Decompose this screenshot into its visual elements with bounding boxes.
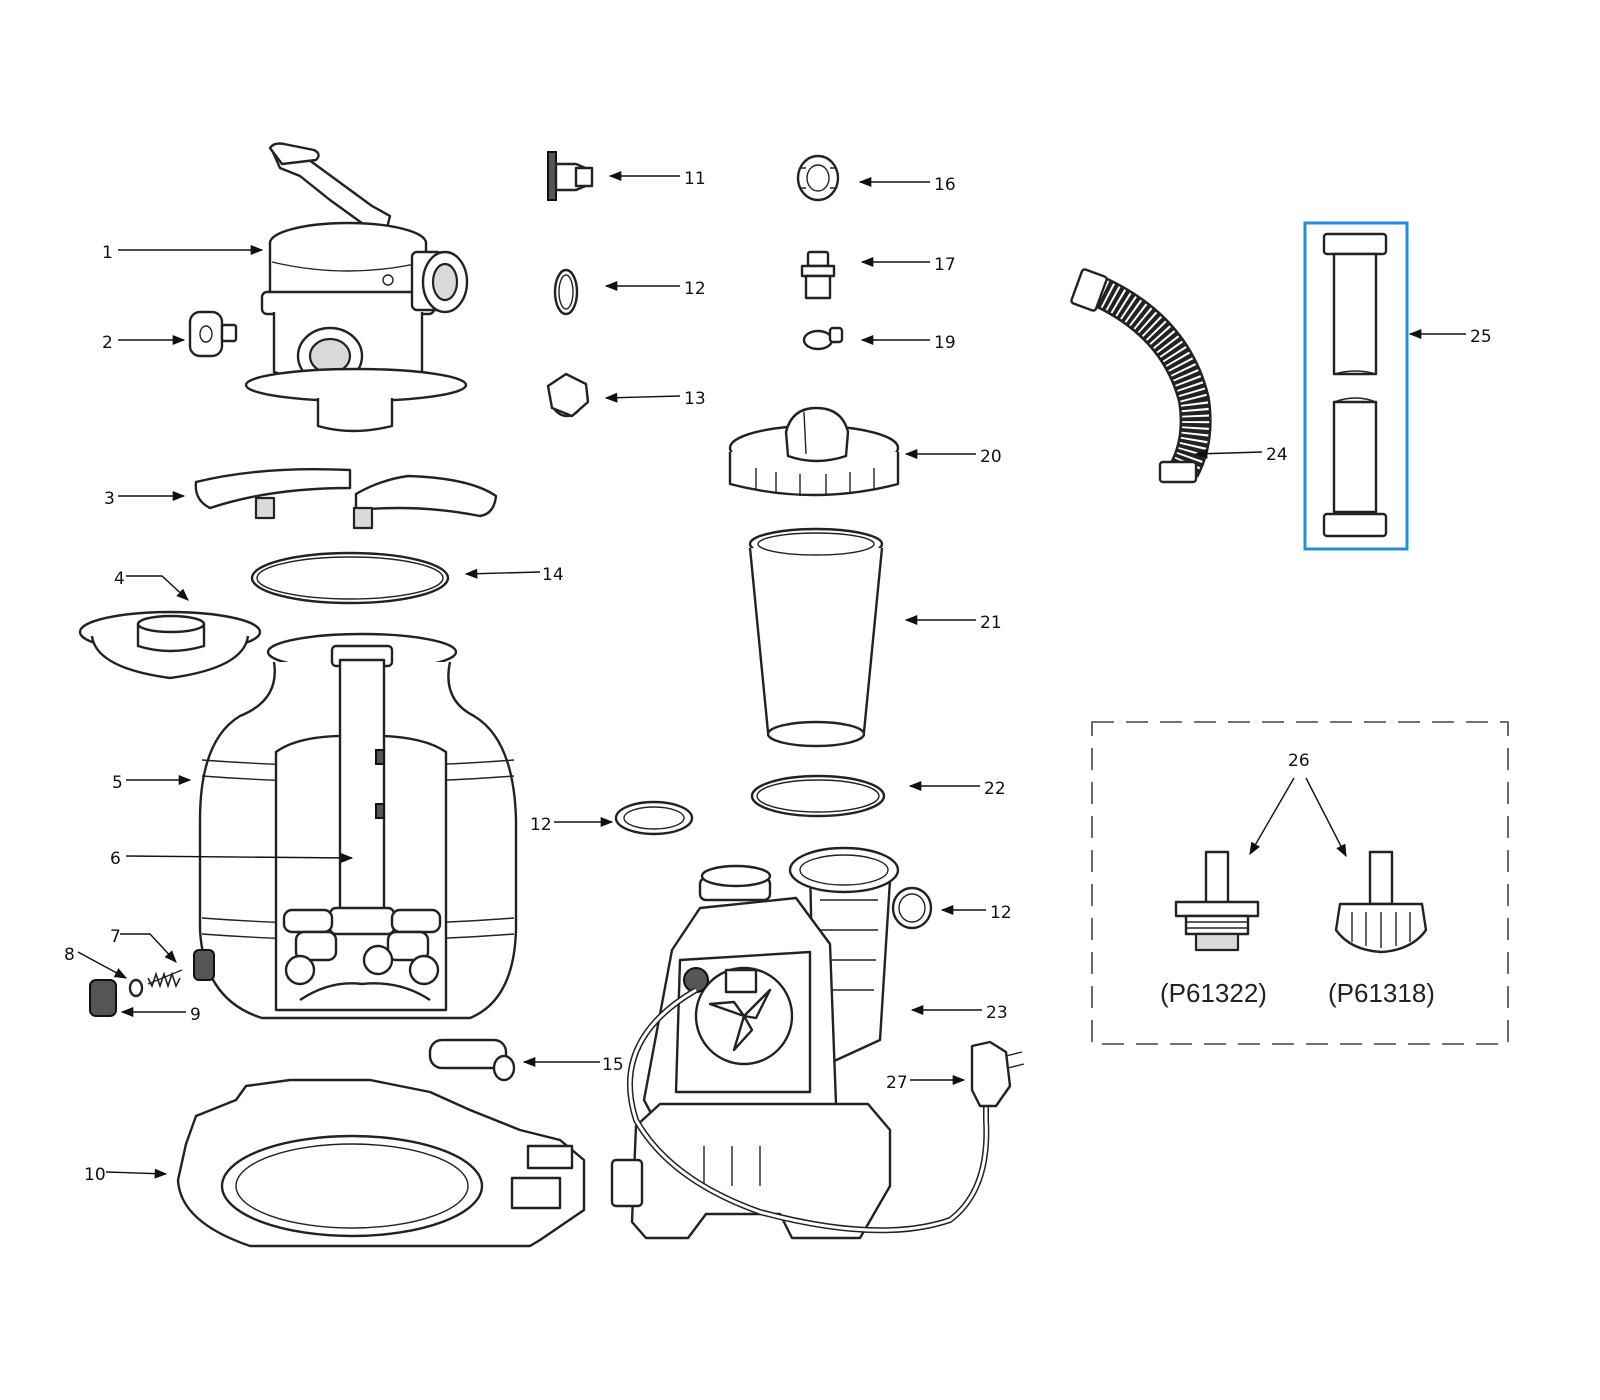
label-part-12a: 12	[684, 279, 706, 299]
label-part-17: 17	[934, 255, 956, 275]
tank-base	[176, 1078, 586, 1248]
label-part-24: 24	[1266, 445, 1288, 465]
label-part-16: 16	[934, 175, 956, 195]
label-part-7: 7	[110, 927, 121, 947]
label-part-11: 11	[684, 169, 706, 189]
label-part-6: 6	[110, 849, 121, 869]
cap-nut	[546, 372, 590, 418]
adapter-code-right: (P61318)	[1328, 978, 1435, 1008]
label-part-8: 8	[64, 945, 75, 965]
label-part-1: 1	[102, 243, 113, 263]
filter-tank	[198, 632, 518, 1020]
power-cord	[627, 987, 1025, 1234]
adapter-p61318	[1334, 850, 1428, 954]
diffuser	[78, 610, 262, 680]
o-rings-12	[553, 268, 933, 930]
drain-parts	[89, 949, 215, 1017]
label-part-14: 14	[542, 565, 564, 585]
label-part-5: 5	[112, 773, 123, 793]
label-part-21: 21	[980, 613, 1002, 633]
label-part-26: 26	[1288, 751, 1310, 771]
label-part-27: 27	[886, 1073, 908, 1093]
straight-hose	[1303, 221, 1409, 551]
label-part-3: 3	[104, 489, 115, 509]
lateral-pipe	[428, 1038, 516, 1082]
hose-clip	[802, 326, 844, 351]
label-part-12c: 12	[990, 903, 1012, 923]
adapter-p61322	[1174, 850, 1260, 952]
label-part-2: 2	[102, 333, 113, 353]
label-part-10: 10	[84, 1165, 106, 1185]
label-part-13: 13	[684, 389, 706, 409]
label-part-12b: 12	[530, 815, 552, 835]
label-part-15: 15	[602, 1055, 624, 1075]
part-number-labels: 1 2 3 4 5 6 7 8 9 10 11 12 13 14 12 15 1…	[64, 169, 1492, 1185]
callout-arrows	[77, 170, 1466, 1179]
highlight-frame	[1303, 221, 1409, 551]
valve-clamp	[194, 468, 498, 530]
air-release-fitting	[547, 151, 594, 201]
label-part-25: 25	[1470, 327, 1492, 347]
curved-hose	[1070, 268, 1212, 484]
multiport-valve	[244, 142, 469, 433]
label-part-4: 4	[114, 569, 125, 589]
adapters-panel: (P61322) (P61318)	[1091, 721, 1509, 1045]
label-part-22: 22	[984, 779, 1006, 799]
tank-o-ring	[250, 551, 450, 605]
pump-motor	[610, 846, 900, 1240]
label-part-23: 23	[986, 1003, 1008, 1023]
label-part-19: 19	[934, 333, 956, 353]
union-nut	[796, 154, 840, 202]
strainer-lid	[728, 406, 900, 497]
pressure-valve	[800, 250, 836, 300]
lid-o-ring	[750, 774, 886, 818]
label-part-9: 9	[190, 1005, 201, 1025]
drain-cap	[188, 310, 238, 358]
adapter-code-left: (P61322)	[1160, 978, 1267, 1008]
lateral-assembly	[282, 906, 442, 986]
adapters-panel-border	[1091, 721, 1509, 1045]
label-part-20: 20	[980, 447, 1002, 467]
strainer-basket	[748, 527, 884, 748]
